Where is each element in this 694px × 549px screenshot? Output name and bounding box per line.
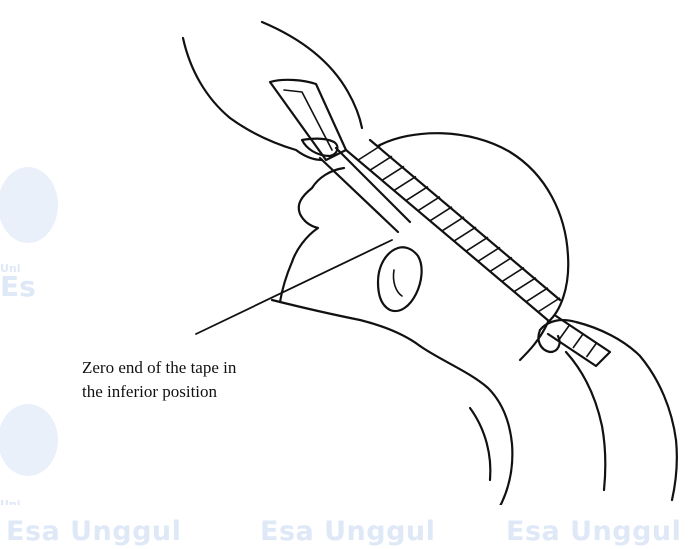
tape-tick	[502, 268, 524, 282]
watermark-word-3: Esa Unggul	[506, 516, 681, 547]
watermark-side-text: Es	[0, 270, 36, 303]
upper-thumb	[302, 139, 337, 156]
tape-tick	[442, 217, 464, 231]
tape-band-lower-edge	[370, 140, 560, 300]
upper-hand-back	[183, 38, 322, 160]
tape-tick	[514, 278, 536, 292]
shoulder-outline	[420, 346, 512, 510]
tape-band-front-edge	[320, 158, 398, 232]
tape-tail-tick	[560, 325, 570, 339]
tape-tick	[430, 207, 452, 221]
annotation-line-1: Zero end of the tape in	[82, 356, 236, 380]
lower-arm-inner	[566, 352, 605, 490]
tape-tick	[418, 197, 440, 211]
body-curve	[470, 408, 490, 480]
tape-tick	[490, 257, 512, 271]
tape-tick	[406, 187, 428, 201]
tape-markings	[358, 146, 597, 357]
face-profile	[280, 168, 344, 302]
watermark-band: Esa Unggul Esa Unggul Esa Unggul	[0, 505, 694, 549]
tape-tick	[370, 156, 392, 170]
watermark-word-1: Esa Unggul	[6, 516, 181, 547]
ear-inner	[393, 270, 402, 296]
tape-tick	[394, 176, 416, 190]
tape-tail-tick	[573, 334, 583, 348]
tape-tail-tick	[587, 343, 597, 357]
tape-zero-annotation: Zero end of the tape in the inferior pos…	[82, 356, 236, 404]
tape-tick	[526, 288, 548, 302]
tape-tick	[466, 237, 488, 251]
tape-tick	[478, 247, 500, 261]
tape-tick	[358, 146, 380, 160]
watermark-circle-bottom	[0, 404, 58, 476]
tape-tick	[382, 166, 404, 180]
neck-outline	[520, 322, 548, 360]
watermark-word-2: Esa Unggul	[260, 516, 435, 547]
tape-tick	[454, 227, 476, 241]
tape-band-upper-edge	[346, 150, 550, 322]
chin-line	[272, 300, 420, 346]
watermark-circle-top	[0, 167, 58, 243]
tape-top-inner	[284, 90, 332, 150]
ear-outline	[378, 247, 422, 311]
lower-hand	[540, 320, 677, 500]
annotation-line-2: the inferior position	[82, 380, 236, 404]
